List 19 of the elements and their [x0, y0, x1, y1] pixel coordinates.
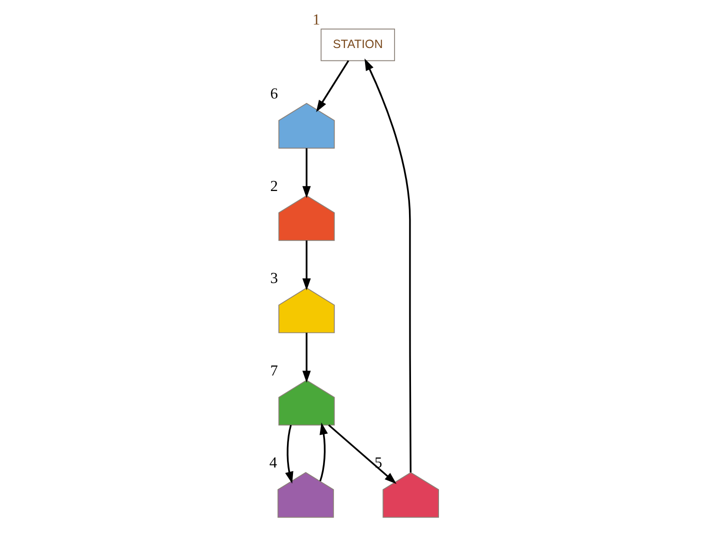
node-picture: [278, 287, 335, 334]
arrow: [364, 58, 412, 472]
node-label: 1: [312, 11, 320, 28]
node-picture: [278, 102, 335, 149]
arrow: [316, 60, 350, 112]
arrow: [319, 422, 328, 482]
node-picture: [278, 195, 335, 241]
node-box: STATION: [320, 28, 396, 62]
arrow: [302, 240, 311, 290]
node-label: 6: [270, 86, 278, 103]
node-picture: [278, 380, 335, 426]
arrow: [302, 148, 311, 198]
arrow: [302, 332, 311, 383]
node-label: 7: [270, 362, 278, 380]
node-label: 2: [270, 178, 278, 195]
arrow: [328, 424, 396, 484]
arrow: [285, 424, 294, 484]
node-label: 3: [270, 270, 278, 288]
node-label: 4: [269, 454, 278, 472]
